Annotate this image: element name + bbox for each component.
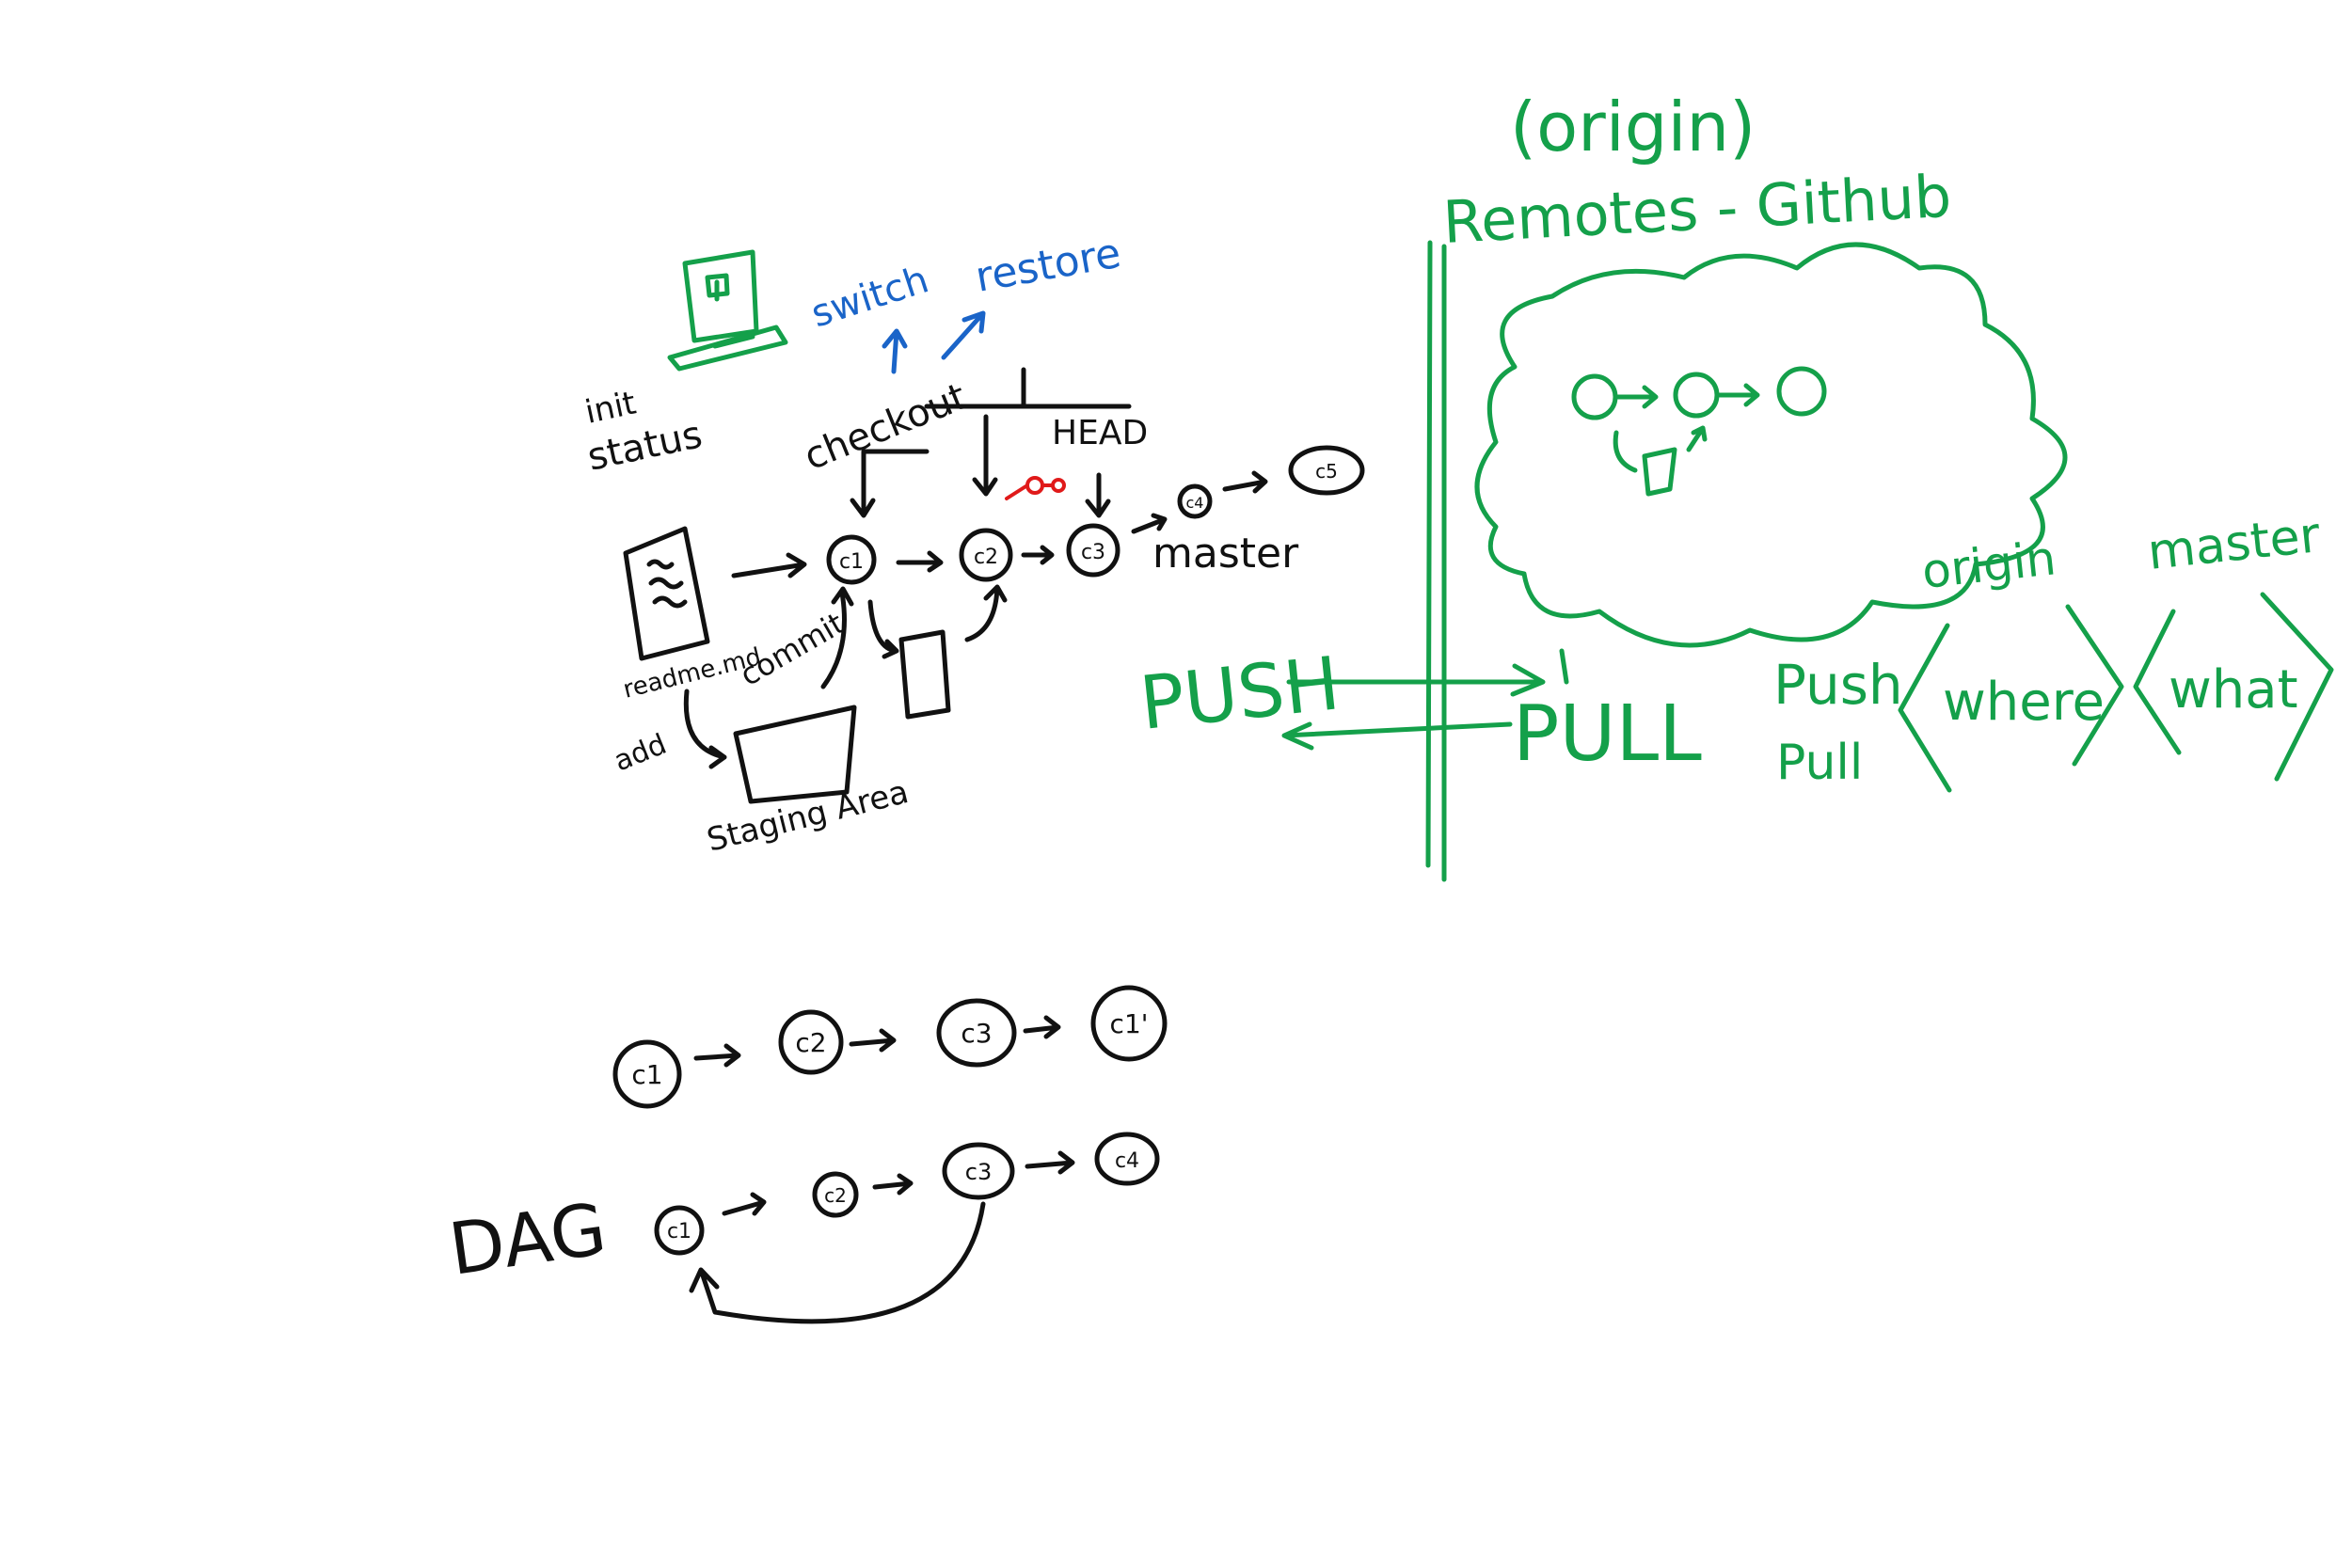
row2-c2-label: c2 (824, 1184, 847, 1207)
dag-label: DAG (444, 1186, 611, 1291)
row1-arrow-1 (693, 1043, 741, 1068)
row2-c3-label: c3 (965, 1159, 992, 1185)
row1-c1prime-label: c1' (1110, 1008, 1149, 1039)
github-cloud (1474, 242, 2068, 648)
what-right-bracket (2260, 592, 2334, 782)
push-big-label: PUSH (1136, 641, 1344, 747)
what-label: what (2169, 659, 2298, 721)
where-right-bracket (2065, 604, 2124, 767)
row1-c1-node: c1 (612, 1039, 682, 1109)
master-label: master (1152, 530, 1299, 578)
row2-c1-label: c1 (667, 1220, 691, 1243)
row1-c2-label: c2 (795, 1027, 826, 1058)
doc-to-c2-arrow (964, 584, 1008, 642)
remote-divider-line (1425, 240, 1447, 882)
commit-c3-node: c3 (1066, 523, 1120, 578)
row1-c2-node: c2 (778, 1009, 844, 1075)
row2-arrow-1 (722, 1192, 767, 1216)
laptop-icon (667, 249, 788, 372)
commit-c3-label: c3 (1081, 541, 1105, 564)
push-arrow-tick (1559, 648, 1569, 685)
remote-section: (origin) Remotes - Github PUSH PULL Push… (1136, 87, 2334, 882)
pull-arrow (1281, 721, 1513, 751)
commit-c4-node: c4 (1177, 483, 1213, 519)
push-arrow (1286, 663, 1546, 697)
checkout-bracket (924, 367, 1132, 409)
readme-document (623, 526, 710, 661)
head-arrow (1085, 472, 1111, 518)
staging-area-box (733, 705, 857, 804)
commit-c2-label: c2 (974, 546, 998, 569)
row2-c4-node: c4 (1094, 1132, 1160, 1186)
row1-arrow-2 (849, 1028, 897, 1053)
origin-label: origin (1919, 531, 2058, 599)
commit-c1-label: c1 (839, 550, 864, 574)
c2-to-c3-arrow (1021, 545, 1055, 565)
switch-label: switch (806, 258, 934, 336)
local-section: init status switch restore checkout HEAD (582, 230, 1365, 860)
c4-to-c5-arrow (1222, 470, 1268, 494)
c3-to-c4-arrow (1131, 513, 1168, 534)
remotes-github-title: Remotes - Github (1441, 162, 1953, 257)
row1-c1prime-node: c1' (1090, 985, 1168, 1062)
init-label: init (582, 384, 640, 431)
row2-c1-node: c1 (654, 1205, 705, 1256)
checkout-label: checkout (799, 375, 973, 480)
pull-big-label: PULL (1513, 689, 1702, 779)
bottom-section: c1 c2 c3 c1' DAG c1 c2 (444, 985, 1168, 1324)
commit-c4-label: c4 (1186, 494, 1204, 512)
commit-c5-node: c5 (1288, 445, 1365, 496)
commit-c2-node: c2 (959, 528, 1013, 582)
staging-area-label: Staging Area (704, 773, 913, 860)
row1-c1-label: c1 (631, 1059, 662, 1090)
restore-label: restore (972, 230, 1124, 302)
row1-c3-label: c3 (961, 1018, 992, 1049)
checkout-arrow-c2 (972, 414, 998, 497)
row2-arrow-3 (1025, 1150, 1075, 1175)
row2-c4-label: c4 (1115, 1149, 1139, 1173)
dag-back-edge-arrow (689, 1201, 986, 1324)
push-label: Push (1773, 653, 1903, 717)
pull-label: Pull (1776, 735, 1863, 791)
row2-arrow-2 (872, 1173, 914, 1196)
cloud-commit-chain (1571, 366, 1827, 497)
staging-to-c1-arrow (820, 586, 854, 689)
arrow-to-switch (882, 328, 908, 374)
row1-arrow-3 (1023, 1015, 1061, 1039)
red-small-chain (1005, 476, 1066, 500)
origin-paren-label: (origin) (1510, 87, 1756, 166)
row2-c2-node: c2 (812, 1171, 859, 1218)
row2-c3-node: c3 (942, 1142, 1015, 1200)
readme-to-staging-arrow (683, 689, 727, 769)
head-label: HEAD (1052, 414, 1148, 452)
readme-to-c1-arrow (731, 552, 807, 578)
c1-to-doc-arrow (867, 599, 899, 659)
arrow-to-restore (941, 310, 986, 360)
where-label: where (1943, 672, 2105, 733)
master-remote-label: master (2145, 507, 2323, 581)
row1-c3-node: c3 (936, 998, 1017, 1068)
what-left-bracket (2133, 609, 2182, 755)
add-label: add (610, 728, 671, 779)
commit-c1-node: c1 (826, 534, 877, 585)
c1-to-c2-arrow (896, 550, 944, 573)
working-doc (898, 629, 951, 720)
where-left-bracket (1898, 623, 1952, 793)
commit-c5-label: c5 (1315, 460, 1338, 483)
checkout-arrow-c1 (850, 449, 930, 518)
